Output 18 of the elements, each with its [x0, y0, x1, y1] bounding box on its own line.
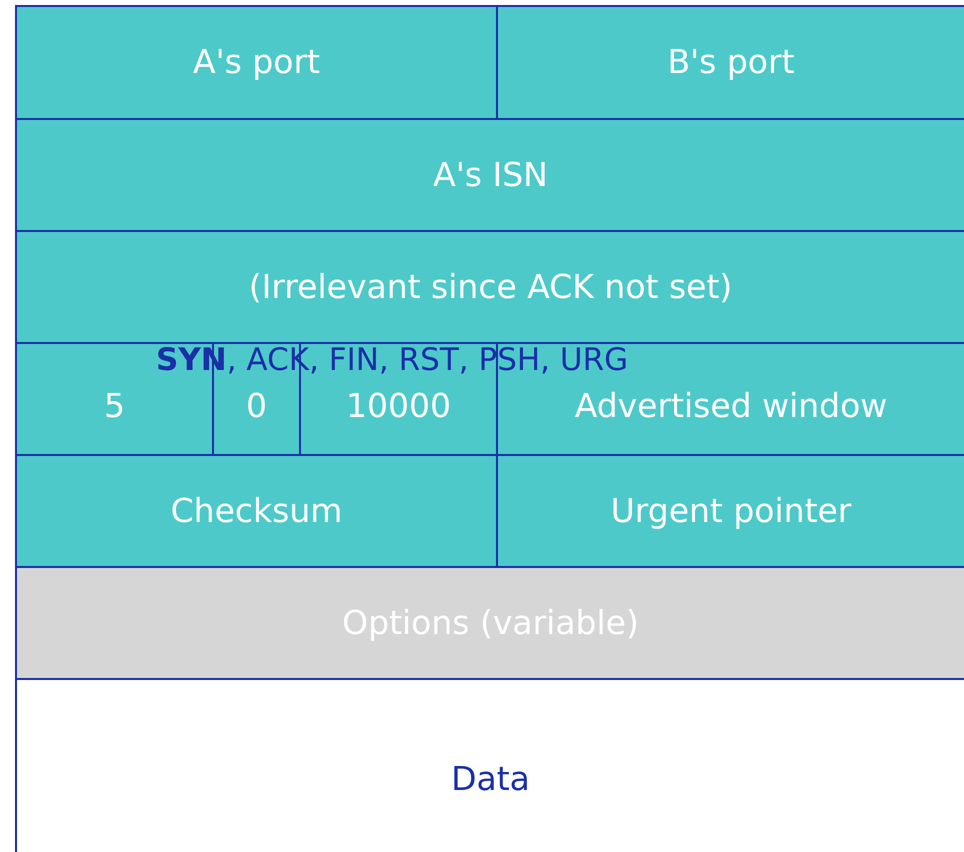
field-label: 10000	[346, 384, 451, 424]
field-label: A's port	[193, 44, 320, 81]
header-field	[15, 230, 964, 344]
header-field	[15, 5, 498, 120]
field-label: Checksum	[170, 492, 342, 530]
field-label: 5	[104, 384, 125, 424]
header-field	[15, 566, 964, 680]
field-label: 0	[246, 384, 267, 424]
header-field	[15, 454, 498, 568]
field-label: (Irrelevant since ACK not set)	[248, 268, 732, 306]
header-field	[15, 118, 964, 232]
field-label: A's ISN	[433, 156, 548, 194]
header-field	[496, 454, 964, 568]
field-label: Urgent pointer	[610, 492, 852, 530]
field-label: Data	[451, 760, 530, 798]
field-label: B's port	[667, 44, 795, 81]
field-label: Advertised window	[574, 384, 888, 424]
header-field	[496, 5, 964, 120]
